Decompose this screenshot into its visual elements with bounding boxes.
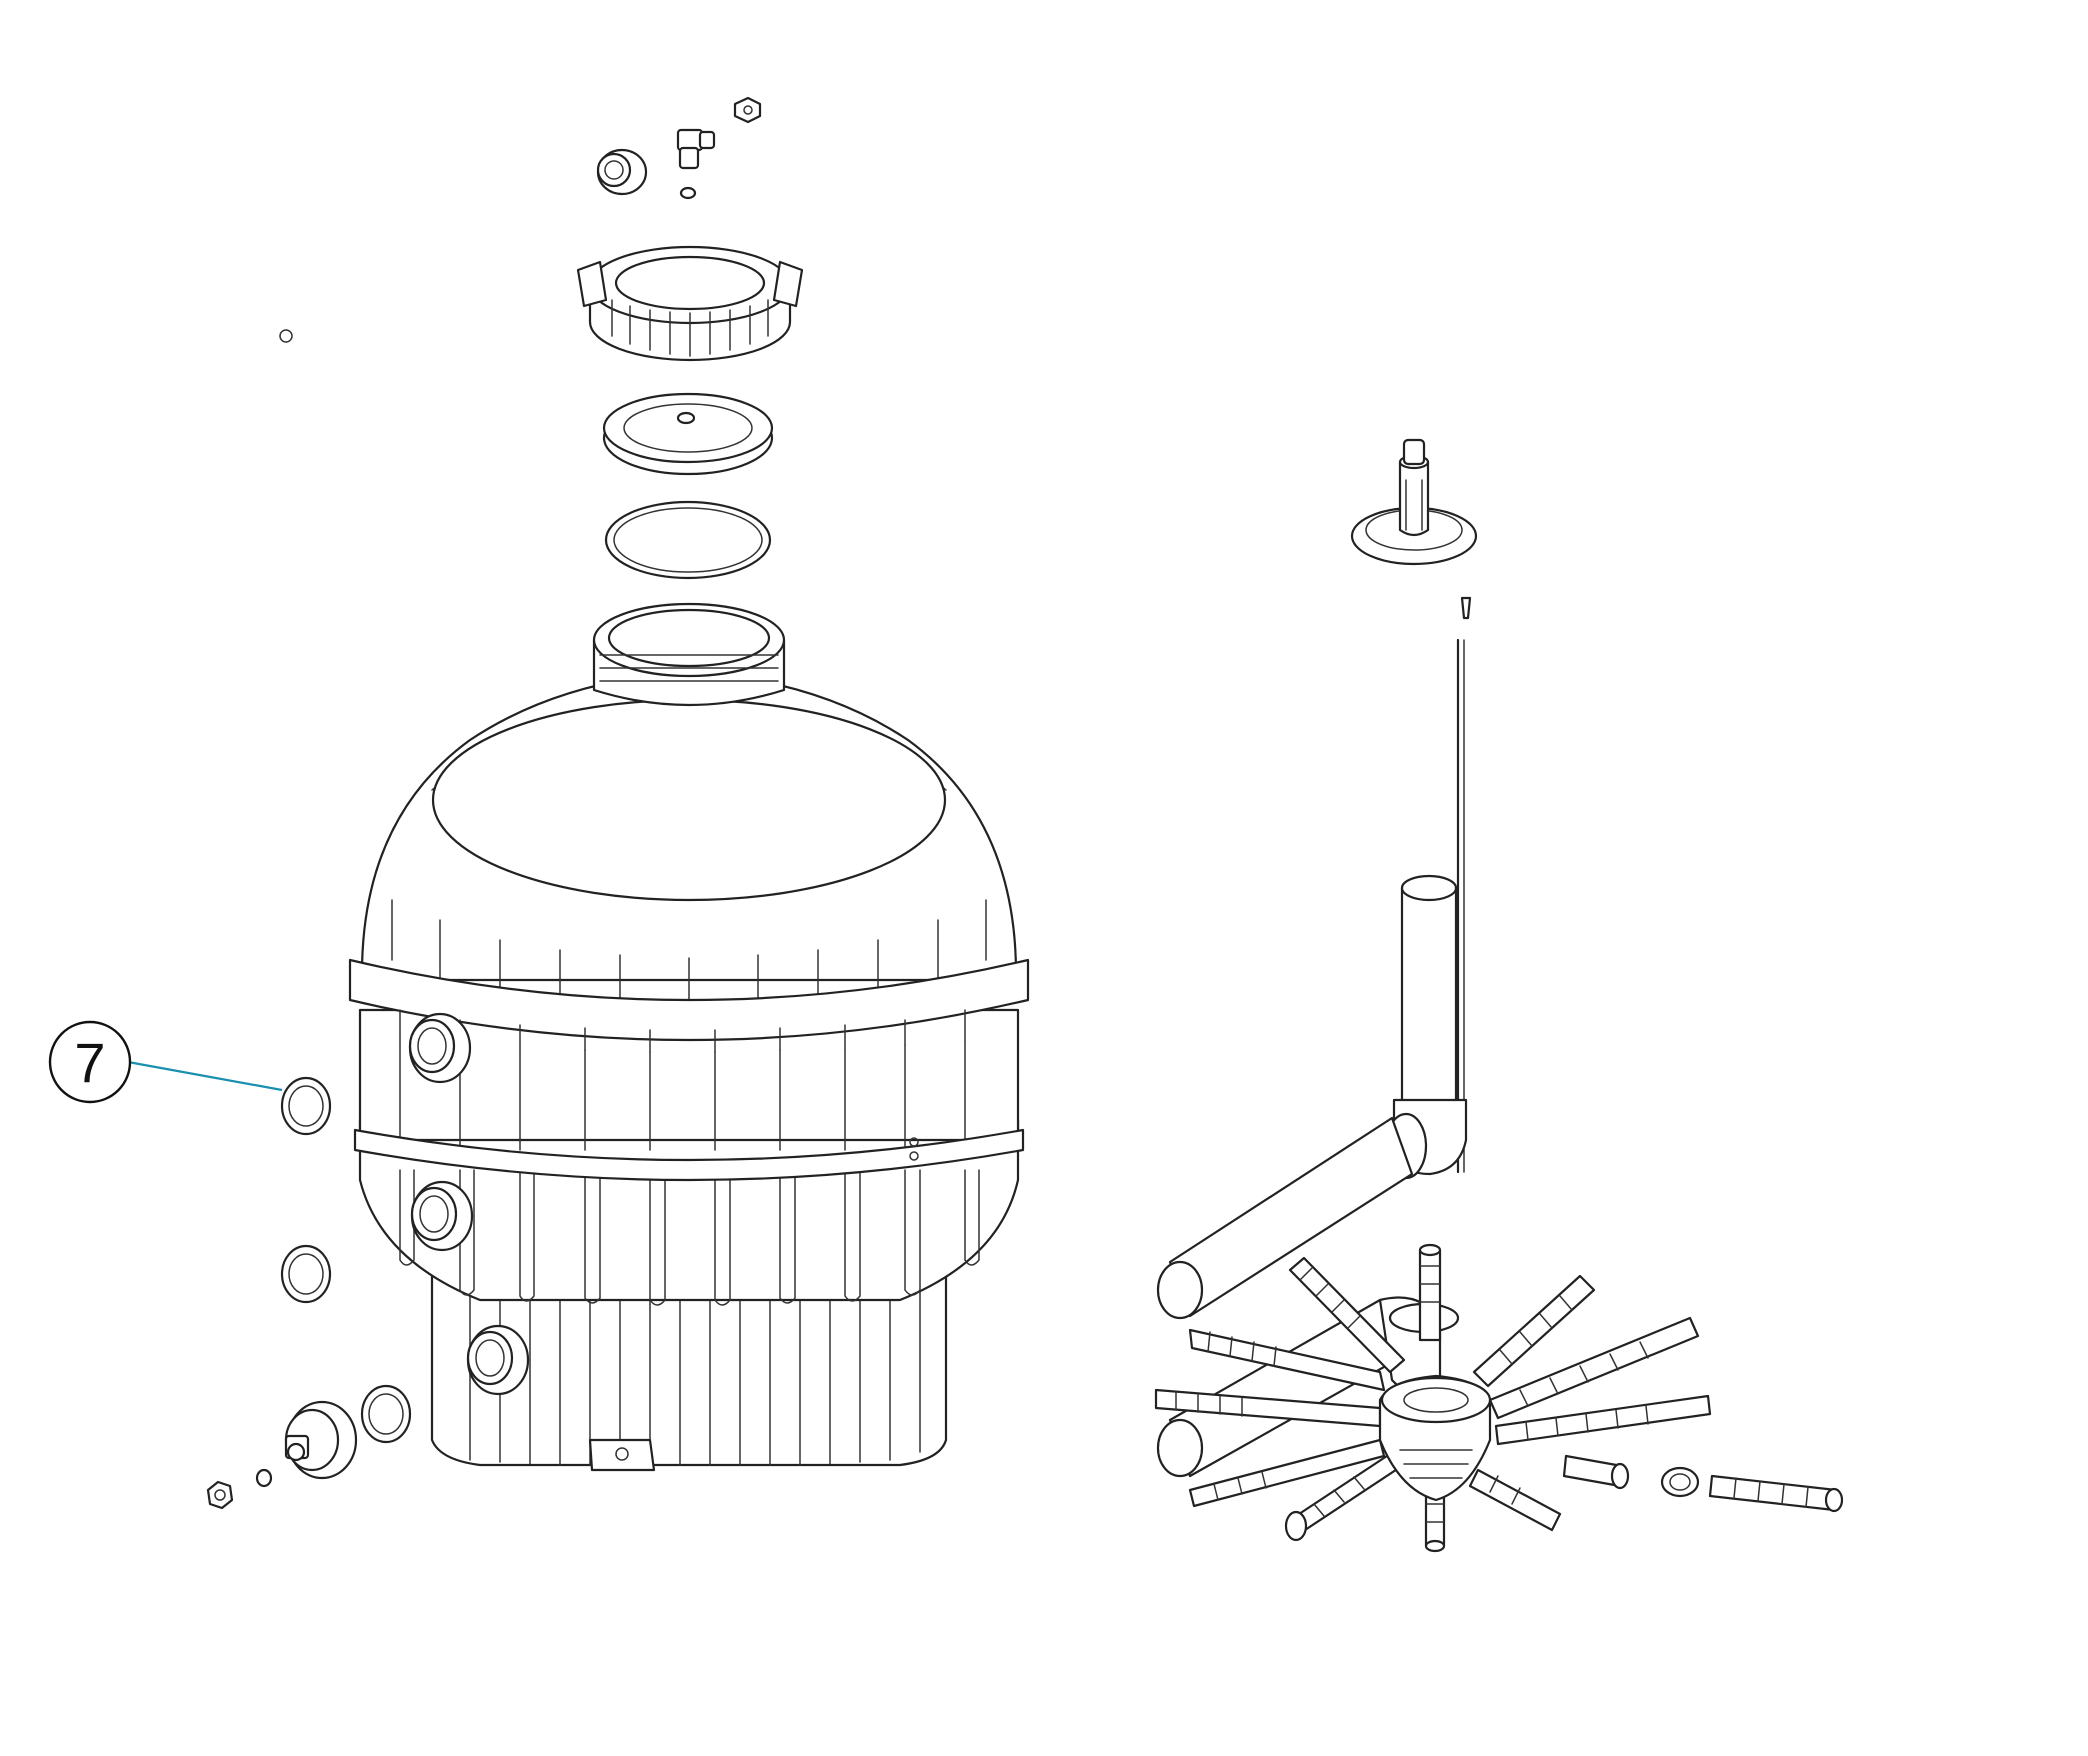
loose-lateral — [1708, 1474, 1844, 1513]
small-o-ring — [679, 186, 697, 200]
lid-o-ring — [604, 500, 772, 580]
loose-lateral-cap — [1660, 1466, 1700, 1498]
port-o-ring-2 — [280, 1244, 332, 1304]
lateral-1 — [1288, 1256, 1406, 1374]
callout-7: 7 — [48, 1020, 283, 1104]
lateral-7 — [1418, 1243, 1442, 1342]
gauge-knob — [596, 148, 648, 196]
loose-lateral-connector — [1562, 1454, 1630, 1490]
callout-label: 7 — [74, 1031, 105, 1094]
drain-nut — [206, 1480, 234, 1510]
top-fittings — [596, 96, 762, 200]
locking-ring — [576, 245, 804, 362]
laterals — [1154, 1243, 1844, 1553]
lateral-4 — [1188, 1438, 1386, 1508]
upper-port — [408, 1012, 472, 1084]
stray-marker — [279, 329, 293, 343]
top-small-nut — [733, 96, 762, 124]
lower-port — [466, 1324, 530, 1396]
middle-port — [410, 1180, 474, 1252]
lateral-pipe — [1156, 1116, 1414, 1320]
lateral-8 — [1472, 1274, 1596, 1388]
elbow-fitting — [676, 128, 716, 170]
filter-lid — [602, 392, 774, 476]
lateral-hub — [1378, 1374, 1492, 1502]
lateral-10 — [1494, 1394, 1712, 1446]
small-screw — [1460, 596, 1472, 620]
callout-circle — [48, 1020, 132, 1104]
standpipe-assembly — [1154, 438, 1844, 1553]
callout-leader-line — [127, 1060, 283, 1092]
filter-tank — [348, 602, 1030, 1472]
lateral-2 — [1188, 1328, 1386, 1392]
drain-o-ring — [360, 1384, 412, 1444]
drain-small-o-ring — [255, 1468, 273, 1488]
lateral-9 — [1488, 1316, 1700, 1420]
center-pipe — [1400, 874, 1458, 1122]
drain-cap — [284, 1400, 358, 1480]
diffuser — [1350, 438, 1478, 566]
port-o-ring-7 — [280, 1076, 332, 1136]
lateral-11 — [1468, 1468, 1562, 1532]
